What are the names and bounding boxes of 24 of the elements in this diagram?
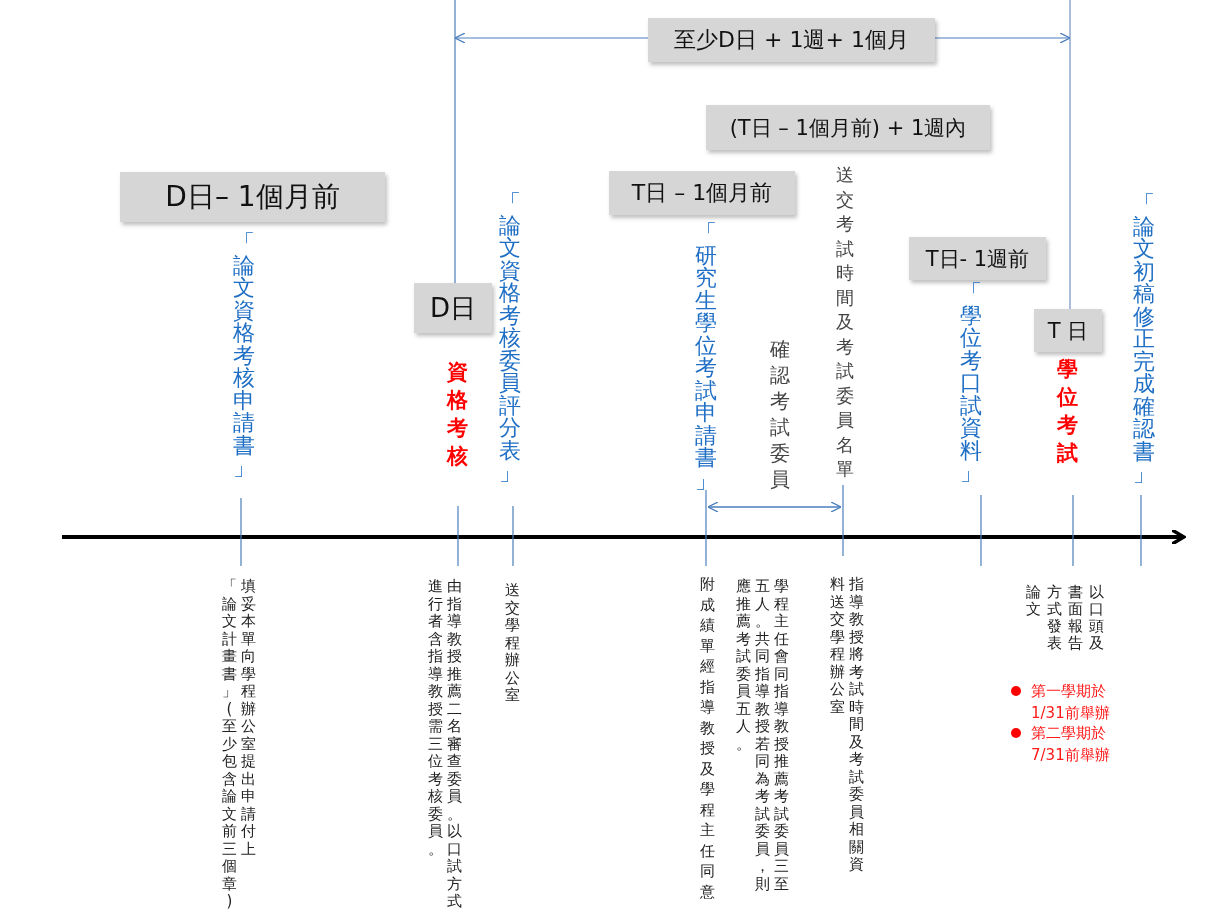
form-name: 「論文初稿修正完成確認書」 [1133, 193, 1155, 486]
bullet-item: 第一學期於1/31前舉辦 [1031, 681, 1111, 724]
note-text: 以口頭及書面報告方式發表論文 [1026, 584, 1104, 652]
time-marker-box: T日 – 1個月前 [609, 171, 795, 215]
milestone-label: 學位考試 [1057, 356, 1078, 467]
note-text: 由指導教授推薦二名審查委員。以口試方式進行者含指導教授需三位考核委員。 [428, 578, 462, 911]
time-marker-box: 至少D日 + 1週+ 1個月 [648, 18, 935, 62]
time-marker-box: D日 [414, 283, 492, 333]
form-name: 「論文資格考核申請書」 [233, 232, 255, 480]
form-name: 「論文資格考核委員評分表」 [499, 192, 521, 485]
time-marker-box: T日- 1週前 [909, 237, 1046, 280]
milestone-label: 資格考核 [447, 359, 468, 470]
time-marker-box: (T日 – 1個月前) + 1週內 [706, 105, 990, 150]
step-text: 送交考試時間及考試委員名單 [836, 163, 854, 481]
note-text: 填妥本單向學程辦公室提出申請付上「論文計畫書」(至少包含論文前三個章) [222, 578, 256, 911]
time-marker-box: T 日 [1034, 309, 1102, 352]
form-name: 「學位考口試資料」 [960, 282, 982, 485]
note-text: 送交學程辦公室 [505, 582, 520, 705]
note-text: 指導教授將考試時間及考試委員相關資料送交學程辦公室 [830, 576, 864, 874]
time-marker-box: D日– 1個月前 [120, 172, 385, 222]
bullet-item: 第二學期於7/31前舉辦 [1031, 723, 1111, 766]
note-text: 學程主任會同指導教授推薦考試委員三至五人。共同指導教授若同為考試委員，則應推薦考試委員五人。 [736, 578, 789, 893]
step-text: 確認考試委員 [770, 336, 790, 492]
note-text: 附成績單經指導教授及學程主任同意 [700, 574, 715, 902]
